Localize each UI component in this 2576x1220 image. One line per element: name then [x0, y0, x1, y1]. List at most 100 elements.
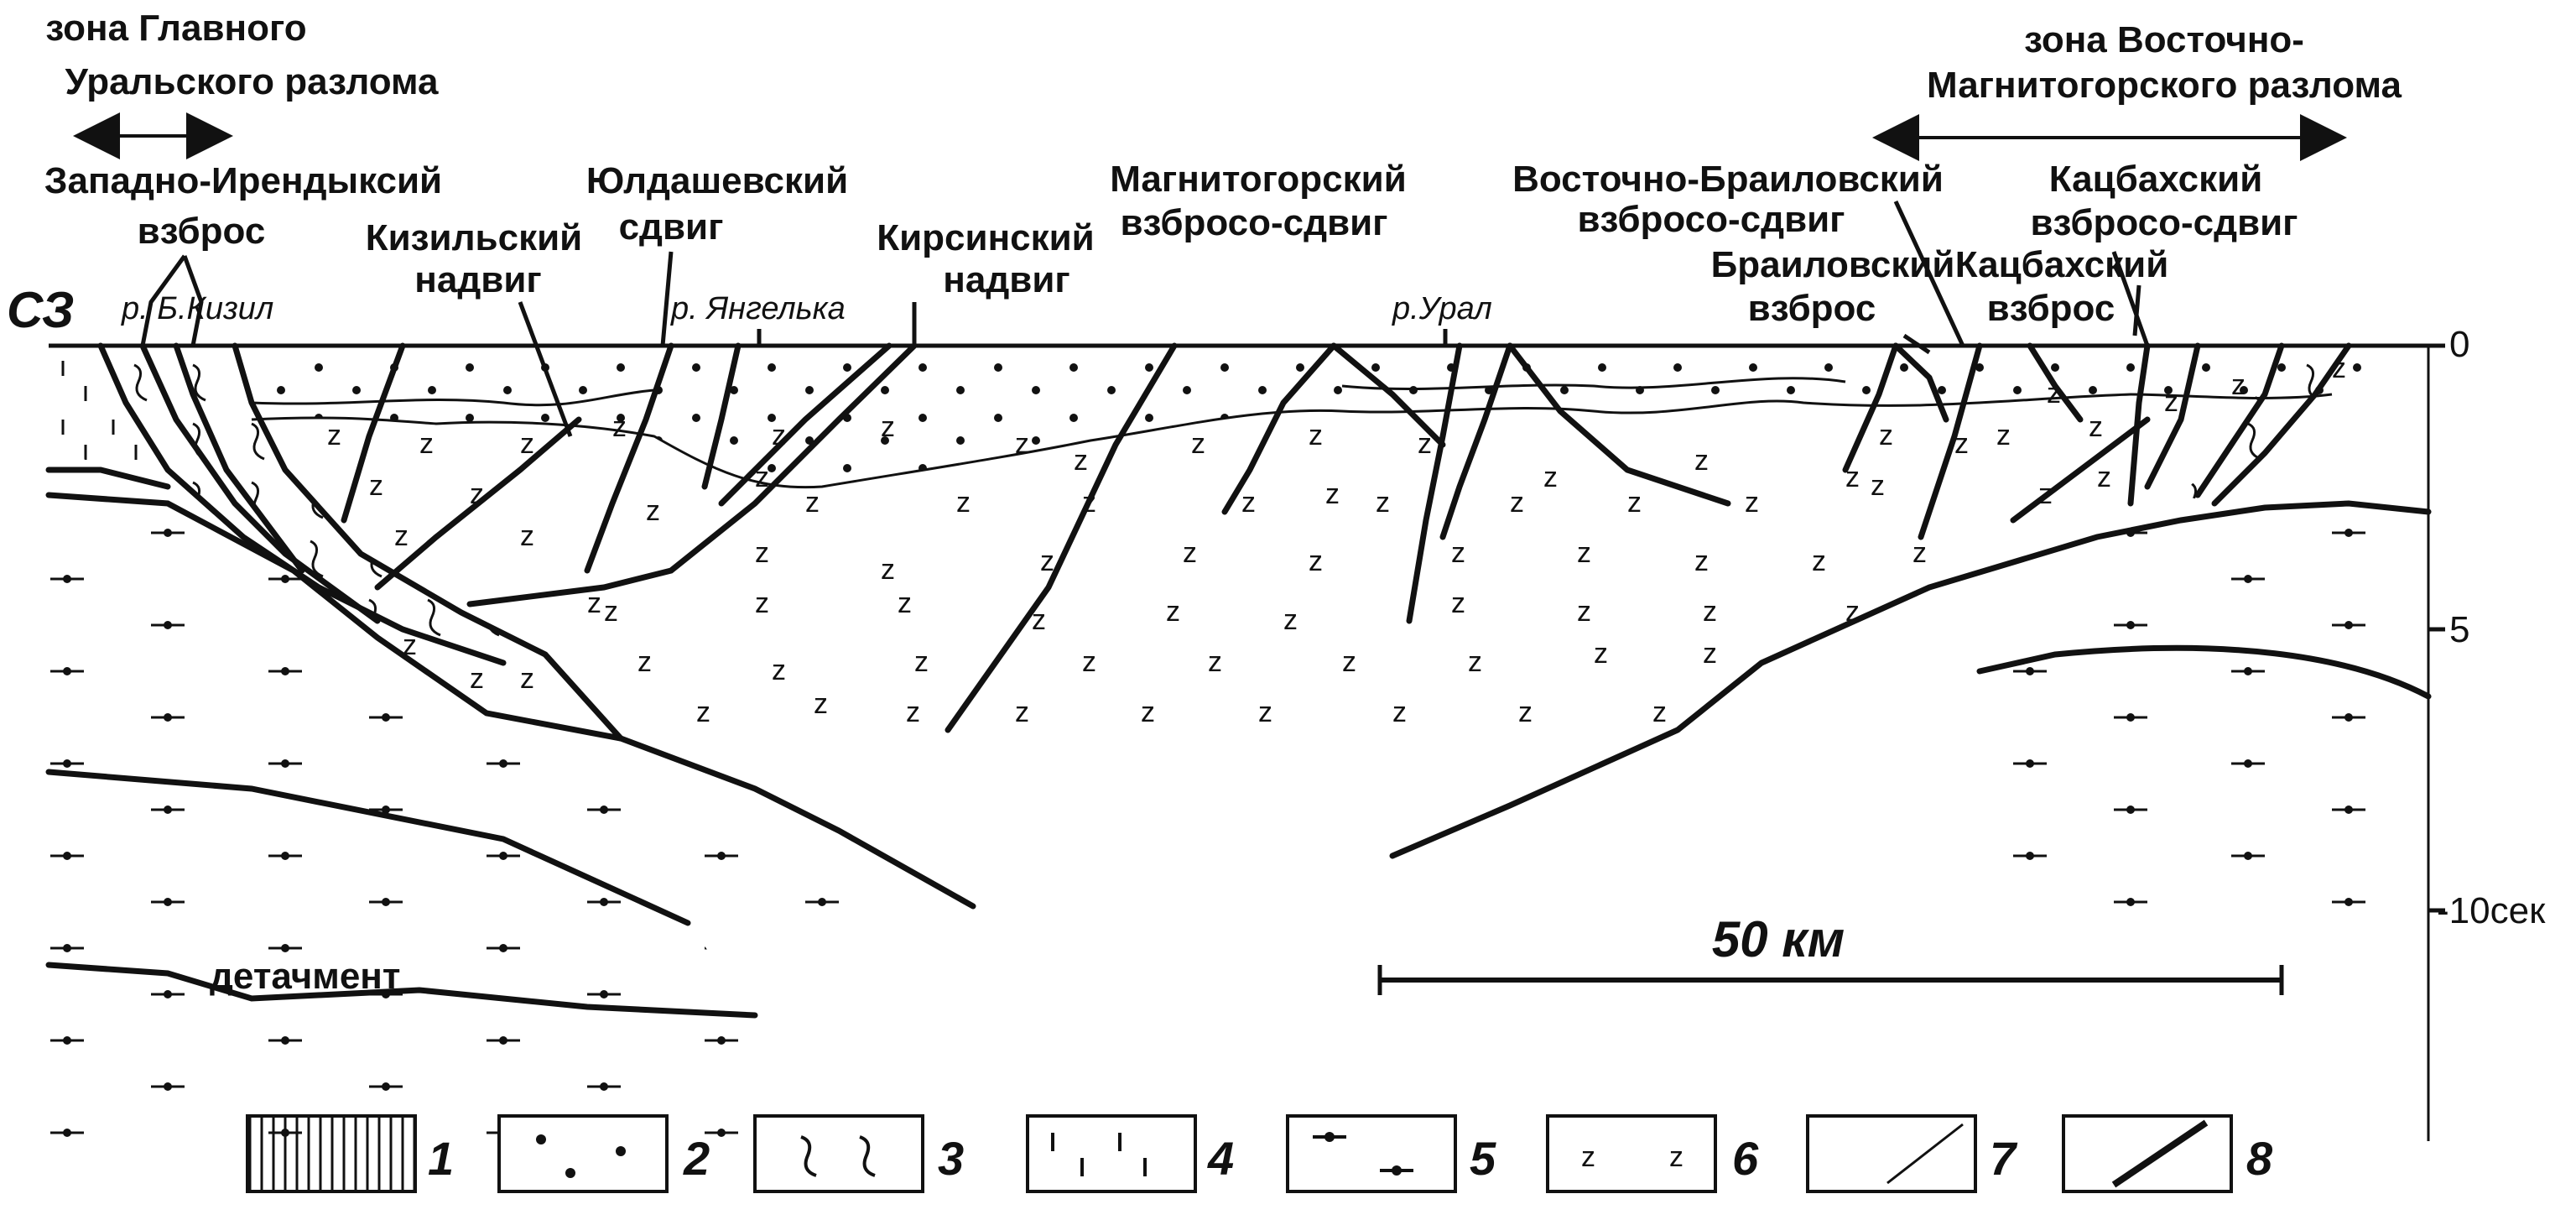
river-labels: р. Б.Кизил р. Янгелька р.Урал: [121, 291, 1492, 346]
river-ural: р.Урал: [1392, 291, 1492, 326]
direction-label: СЗ: [7, 282, 74, 338]
z-mark: z: [1627, 487, 1642, 519]
z-mark: z: [327, 420, 341, 451]
z-mark: z: [1845, 461, 1860, 493]
z-mark: z: [1594, 638, 1608, 670]
fault-label-1-a: Западно-Ирендыксий: [44, 160, 442, 201]
z-mark: z: [520, 520, 534, 552]
faults: [97, 342, 2352, 742]
z-mark: z: [1745, 487, 1759, 519]
z-mark: z: [881, 411, 895, 443]
legend-item-4: 4: [1026, 1114, 1234, 1193]
fault-label-7-a: Браиловский: [1711, 244, 1955, 285]
svg-text:6: 6: [1732, 1132, 1759, 1185]
fault-label-4-a: Кирсинский: [877, 217, 1094, 258]
z-mark: z: [1376, 487, 1390, 519]
z-mark: z: [1871, 470, 1885, 502]
z-mark: z: [1954, 428, 1969, 460]
z-mark: z: [1015, 696, 1029, 728]
legend-item-6: z z 6: [1546, 1114, 1759, 1193]
fault-label-8-a: Кацбахский: [1955, 244, 2169, 285]
depth-10: -10сек: [2437, 890, 2546, 931]
z-mark: z: [646, 495, 660, 527]
river-b-kizil: р. Б.Кизил: [121, 291, 273, 326]
scale-bar: 50 км: [1377, 911, 2284, 995]
z-mark: z: [1912, 537, 1927, 569]
rock-fills: [49, 346, 2428, 1141]
fault-label-3-b: сдвиг: [619, 206, 724, 248]
z-mark: z: [1694, 545, 1709, 577]
fault-label-5-b: взбросо-сдвиг: [1121, 202, 1388, 243]
z-mark: z: [755, 587, 769, 619]
right-zone-line2: Магнитогорского разлома: [1927, 65, 2402, 106]
fault-label-1-b: взброс: [138, 211, 266, 252]
detachment-label: детачмент: [210, 956, 400, 997]
svg-text:z: z: [1669, 1141, 1684, 1173]
z-mark: z: [1879, 420, 1893, 451]
z-mark: z: [1468, 646, 1482, 678]
z-mark: z: [2038, 478, 2053, 510]
z-mark: z: [1082, 646, 1096, 678]
z-mark: z: [1032, 604, 1046, 636]
z-mark: z: [1694, 445, 1709, 477]
z-mark: z: [1418, 428, 1432, 460]
fault-label-6-b: взбросо-сдвиг: [1578, 199, 1845, 240]
z-mark: z: [1845, 596, 1860, 628]
z-mark: z: [1652, 696, 1667, 728]
z-mark: z: [587, 587, 601, 619]
svg-text:3: 3: [938, 1132, 964, 1185]
z-mark: z: [1040, 545, 1054, 577]
z-mark: z: [1208, 646, 1222, 678]
svg-text:5: 5: [1470, 1132, 1496, 1185]
legend-item-8: 8: [2062, 1114, 2273, 1193]
z-mark: z: [1812, 545, 1826, 577]
fault-label-2-a: Кизильский: [366, 217, 582, 258]
legend-item-2: 2: [497, 1114, 710, 1193]
right-zone-line1: зона Восточно-: [2024, 19, 2304, 60]
z-mark: z: [1141, 696, 1155, 728]
z-mark: z: [2164, 386, 2178, 418]
z-mark: z: [470, 663, 484, 695]
z-mark: z: [1996, 420, 2011, 451]
z-mark: z: [520, 663, 534, 695]
left-zone-line2: Уральского разлома: [65, 61, 439, 102]
depth-axis: 0 5 -10сек: [2437, 324, 2546, 931]
svg-text:z: z: [1581, 1141, 1595, 1173]
z-mark: z: [1325, 478, 1340, 510]
z-mark: z: [696, 696, 710, 728]
z-mark: z: [637, 646, 652, 678]
z-mark: z: [772, 420, 786, 451]
z-mark: z: [1543, 461, 1558, 493]
z-mark: z: [520, 428, 534, 460]
z-mark: z: [403, 629, 417, 661]
z-mark: z: [914, 646, 929, 678]
zone-labels: зона Главного Уральского разлома зона Во…: [7, 8, 2402, 338]
z-mark: z: [470, 478, 484, 510]
crust-left: [49, 495, 973, 923]
svg-text:1: 1: [428, 1132, 454, 1185]
z-mark: z: [755, 537, 769, 569]
z-mark: z: [898, 587, 912, 619]
z-mark: z: [2231, 369, 2246, 401]
z-mark: z: [1510, 487, 1524, 519]
fault-label-3-a: Юлдашевский: [586, 160, 848, 201]
z-mark: z: [2332, 352, 2346, 384]
z-mark: z: [1703, 596, 1717, 628]
svg-text:2: 2: [683, 1132, 710, 1185]
z-mark: z: [772, 654, 786, 686]
fault-label-2-b: надвиг: [414, 259, 541, 300]
fault-label-9-a: Кацбахский: [2049, 159, 2263, 200]
svg-text:8: 8: [2246, 1132, 2273, 1185]
tick-zone: [49, 346, 168, 470]
z-mark: z: [1577, 537, 1591, 569]
z-mark: z: [1309, 545, 1323, 577]
z-mark: z: [394, 520, 409, 552]
legend-item-5: 5: [1286, 1114, 1496, 1193]
leader-lines: [140, 200, 2150, 437]
z-mark: z: [1309, 420, 1323, 451]
z-mark: z: [419, 428, 434, 460]
schist-zone: [101, 346, 545, 663]
z-mark: z: [2089, 411, 2103, 443]
crust-left-base: [49, 965, 755, 1141]
